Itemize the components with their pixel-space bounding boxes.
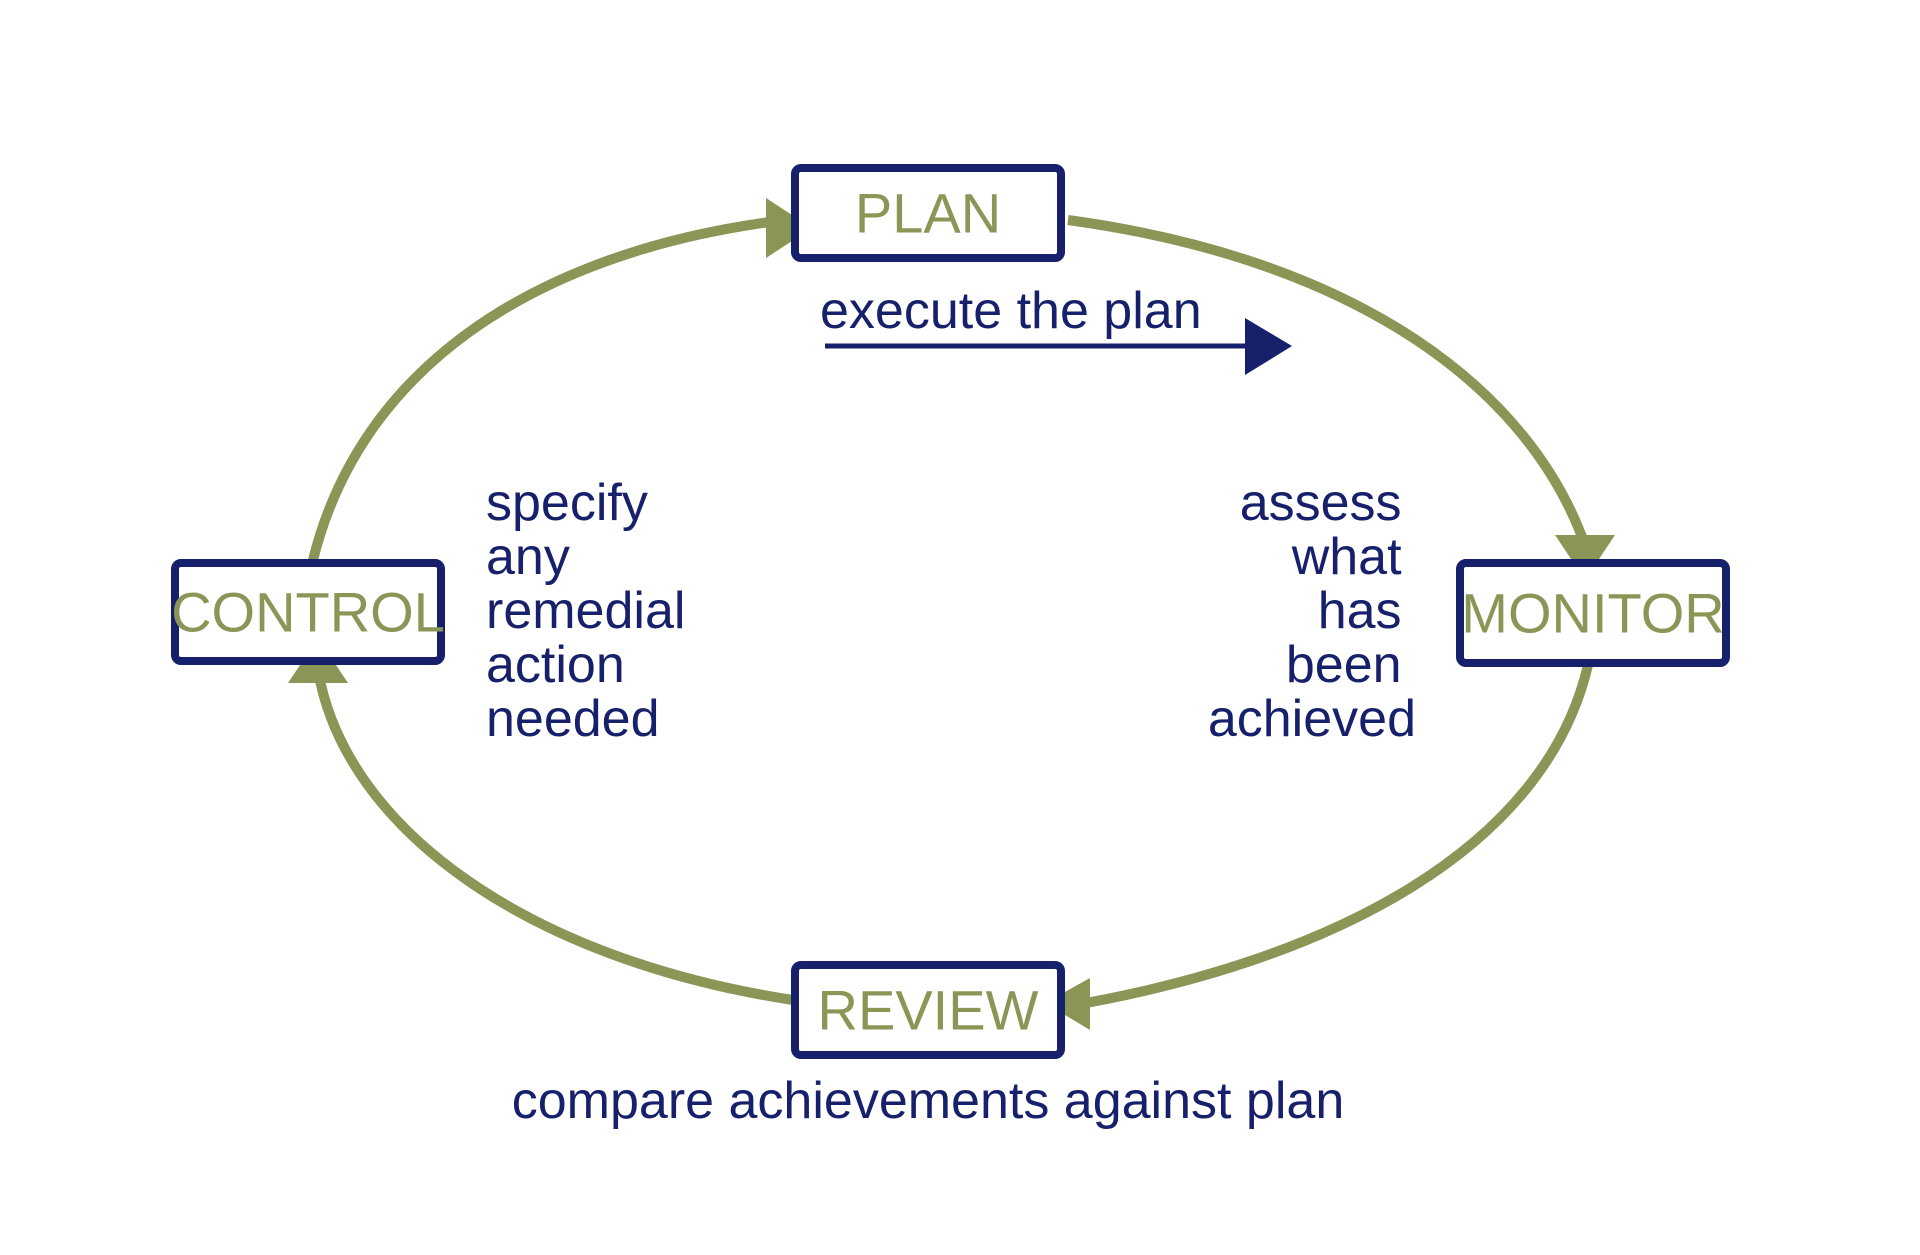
specify-line-4: action [486,636,625,694]
arrowhead-into-plan [766,198,812,258]
plan-box-frame [791,164,1065,262]
specify-line-3: remedial [486,582,685,640]
control-box-frame [171,559,445,665]
review-box-frame [791,961,1065,1059]
arc-control-to-plan [308,217,771,562]
specify-line-5: needed [486,690,660,748]
arc-plan-to-monitor [1067,215,1590,547]
assess-line-4: been [1286,636,1402,694]
review-box: REVIEW [791,961,1065,1059]
assess-line-1: assess [1240,474,1402,532]
execute-plan-text: execute the plan [820,282,1202,340]
monitor-box-frame [1456,559,1730,667]
assess-line-3: has [1318,582,1402,640]
execute-arrowhead [1245,318,1292,375]
control-label: CONTROL [171,581,445,644]
monitor-label: MONITOR [1461,582,1724,645]
compare-text: compare achievements against plan [512,1072,1344,1130]
arrowhead-into-review [1045,978,1090,1030]
monitor-box: MONITOR [1456,559,1730,667]
plan-label: PLAN [855,182,1001,245]
specify-text: specify any remedial action needed [486,474,700,748]
assess-line-2: what [1291,528,1402,586]
arc-monitor-to-review [1074,663,1593,1010]
arrowhead-into-monitor [1555,535,1615,580]
assess-line-5: achieved [1208,690,1416,748]
specify-line-1: specify [486,474,648,532]
assess-text: assess what has been achieved [1208,474,1416,748]
review-label: REVIEW [818,979,1039,1042]
arc-review-to-control [313,669,794,1005]
control-box: CONTROL [171,559,445,665]
specify-line-2: any [486,528,570,586]
plan-box: PLAN [791,164,1065,262]
